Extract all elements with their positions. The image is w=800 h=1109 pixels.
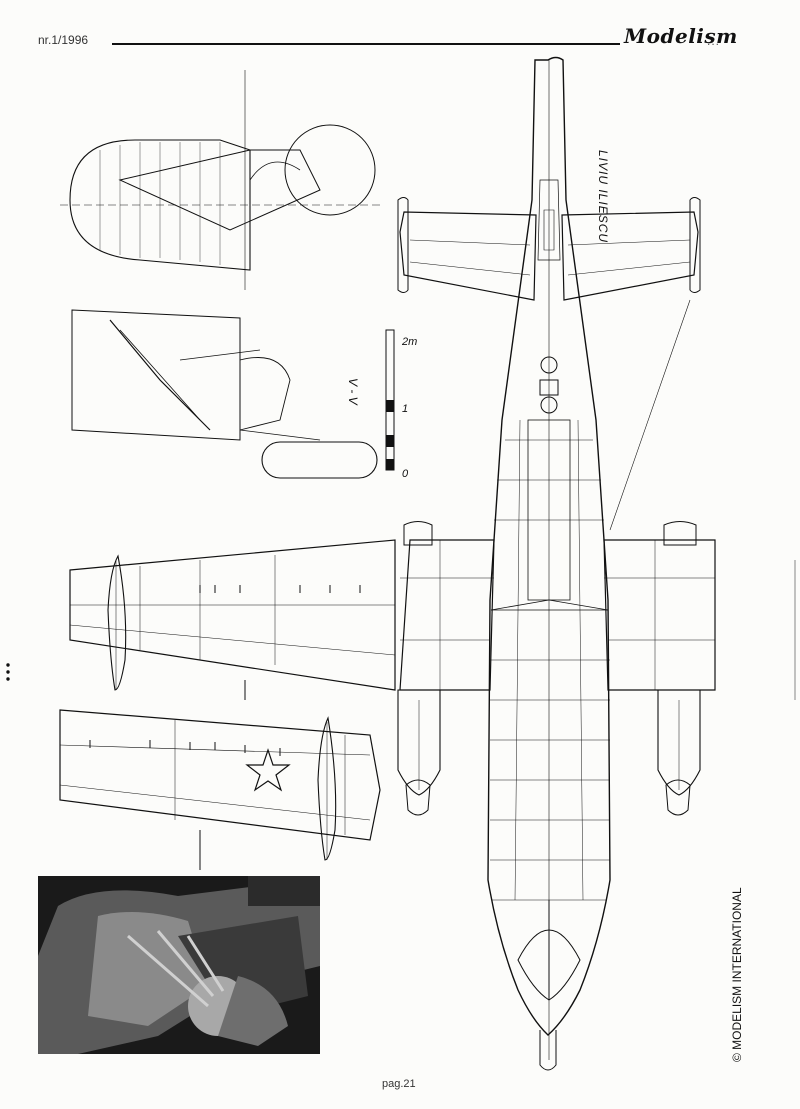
- section-label: V - V: [346, 378, 360, 405]
- wing-upper-view: [69, 539, 396, 700]
- photo-image: [38, 876, 320, 1054]
- scale-label-0: 0: [402, 468, 409, 480]
- landing-gear-photo: [38, 876, 320, 1054]
- gear-detail-section: [60, 70, 380, 290]
- page-number: pag.21: [382, 1078, 416, 1090]
- scale-label-2m: 2m: [402, 336, 418, 348]
- scale-label-1: 1: [402, 403, 409, 415]
- aircraft-top-view: [397, 56, 716, 1071]
- magazine-brand: Modelism: [624, 24, 738, 48]
- scale-bar: [385, 329, 395, 471]
- brand-dots: ...: [707, 34, 721, 48]
- gear-side-view: [71, 309, 378, 479]
- author-credit: LIVIU ILIESCU: [596, 150, 610, 244]
- header-rule: [112, 43, 620, 45]
- margin-marks: [6, 560, 796, 700]
- wing-lower-view: [59, 709, 381, 870]
- issue-number: nr.1/1996: [38, 33, 89, 47]
- copyright-notice: © MODELISM INTERNATIONAL: [730, 887, 744, 1062]
